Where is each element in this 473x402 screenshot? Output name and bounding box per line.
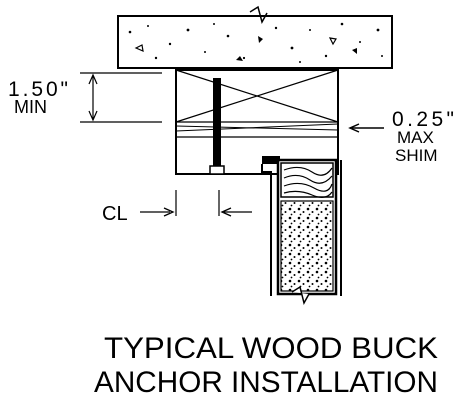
concrete-aggregate	[128, 22, 383, 63]
wood-buck	[175, 69, 339, 175]
caption-line-1: TYPICAL WOOD BUCK	[104, 332, 438, 365]
cl-label: CL	[102, 203, 128, 225]
break-mark-top	[249, 5, 268, 24]
caption-line-2: ANCHOR INSTALLATION	[94, 366, 438, 399]
shim-max-label: MAX	[397, 128, 434, 147]
shim-arrow	[348, 123, 384, 133]
shim-value-label: 0.25"	[392, 108, 454, 131]
break-mark-bottom	[291, 285, 310, 306]
shim-word-label: SHIM	[395, 146, 438, 165]
anchor-bolt	[209, 78, 225, 175]
min-value-label: 1.50"	[8, 78, 68, 101]
cl-dimension	[140, 190, 252, 217]
shim	[261, 156, 280, 173]
min-dimension	[80, 72, 162, 123]
wood-grain	[280, 162, 334, 198]
min-word-label: MIN	[14, 97, 47, 117]
grout-fill	[280, 200, 334, 292]
door-frame-section	[270, 158, 342, 306]
concrete-slab	[117, 5, 393, 69]
